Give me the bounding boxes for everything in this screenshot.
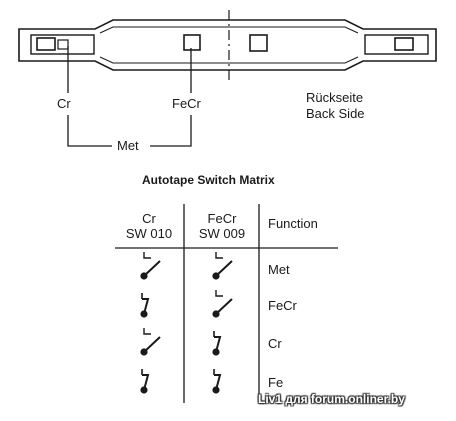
header-function: Function <box>268 216 318 231</box>
header-sw010-line2: SW 010 <box>125 226 173 241</box>
switch-sw010-row-1-closed <box>140 252 161 280</box>
label-back-side: Back Side <box>306 106 365 121</box>
watermark-text: Liv1 для forum.onliner.by <box>258 392 405 406</box>
switch-sw010-row-2-open <box>140 293 150 318</box>
switch-symbols <box>140 252 233 394</box>
met-bracket-right <box>150 115 192 147</box>
met-bracket-left <box>67 115 112 147</box>
hole-fecr <box>183 34 201 51</box>
right-hole <box>394 37 414 51</box>
header-sw010-line1: Cr <box>142 211 156 226</box>
label-met: Met <box>117 138 139 153</box>
switch-sw009-row-3-open <box>212 331 222 356</box>
label-cr: Cr <box>57 96 71 111</box>
cassette-inner-top <box>99 26 359 34</box>
right-recess <box>364 34 429 55</box>
header-sw009-line1: FeCr <box>207 211 237 226</box>
switch-sw009-row-2-closed <box>212 290 233 318</box>
cassette-inner-bottom <box>99 56 359 64</box>
switch-sw009-row-1-closed <box>212 252 233 280</box>
function-fe: Fe <box>268 375 284 390</box>
label-fecr: FeCr <box>172 96 201 111</box>
function-fecr: FeCr <box>268 298 297 313</box>
function-cr: Cr <box>268 336 282 351</box>
label-rueckseite: Rückseite <box>306 90 364 105</box>
switch-sw009-row-4-open <box>212 369 222 394</box>
left-hole-small <box>57 39 69 50</box>
cassette-outline <box>18 19 437 71</box>
left-hole-cr <box>36 37 56 51</box>
header-sw010: Cr SW 010 <box>116 211 182 241</box>
function-met: Met <box>268 262 290 277</box>
matrix-title: Autotape Switch Matrix <box>142 173 275 187</box>
left-recess <box>30 34 95 55</box>
switch-sw010-row-4-open <box>140 369 150 394</box>
header-sw009-line2: SW 009 <box>198 226 246 241</box>
switch-sw010-row-3-closed <box>140 328 161 356</box>
header-sw009: FeCr SW 009 <box>187 211 257 241</box>
hole-center-right <box>249 34 268 52</box>
